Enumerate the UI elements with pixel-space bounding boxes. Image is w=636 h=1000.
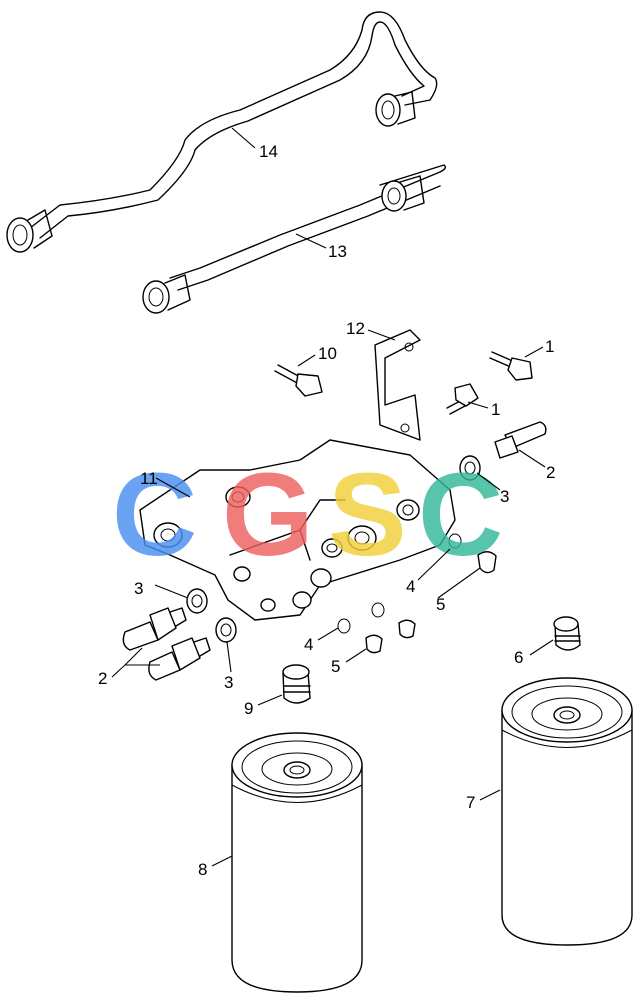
o-ring-4-c [337, 618, 351, 634]
plug-5-left [365, 634, 383, 654]
pipe-14 [6, 11, 438, 253]
bolt-1-lower [446, 383, 479, 415]
callout-3-left-upper: 3 [134, 579, 143, 598]
callout-13: 13 [328, 242, 347, 261]
bolt-1-upper [489, 351, 533, 381]
plug-5-right [477, 551, 497, 574]
fitting-2-left-upper [122, 607, 187, 651]
watermark-letter-g: G [222, 449, 314, 581]
o-ring-4-b [371, 602, 385, 618]
callout-5-left: 5 [331, 657, 340, 676]
callout-2-right: 2 [546, 463, 555, 482]
callout-1-upper: 1 [545, 337, 554, 356]
callout-labels: 14 13 12 10 1 1 2 3 11 3 3 2 4 4 5 5 6 9… [98, 142, 555, 879]
washer-3-right [459, 455, 481, 481]
plug-5-mid [398, 619, 416, 639]
filter-8 [231, 732, 363, 993]
callout-5-right: 5 [436, 595, 445, 614]
filter-7 [501, 677, 633, 946]
pipe-13-end-fitting-right [381, 175, 425, 212]
watermark-logo: C G S C [112, 449, 503, 581]
adapter-9 [282, 664, 311, 704]
watermark-letter-c2: C [418, 449, 503, 581]
callout-1-lower: 1 [491, 400, 500, 419]
callout-3-left-lower: 3 [224, 673, 233, 692]
callout-10: 10 [318, 344, 337, 363]
callout-7: 7 [466, 793, 475, 812]
washer-3-left-lower [215, 617, 237, 643]
fitting-2-right [494, 421, 547, 459]
filter-head-11 [139, 439, 456, 621]
o-ring-4-a [448, 533, 462, 549]
callout-12: 12 [346, 319, 365, 338]
callout-6: 6 [514, 648, 523, 667]
pipe-13-end-fitting-left [142, 274, 191, 314]
pipe-14-end-fitting-right [375, 91, 416, 127]
callout-8: 8 [198, 860, 207, 879]
pipe-13 [142, 164, 447, 314]
callout-3-right: 3 [500, 487, 509, 506]
leader-lines [111, 127, 554, 867]
callout-9: 9 [244, 699, 253, 718]
callout-4-upper: 4 [406, 577, 415, 596]
callout-4-lower: 4 [304, 635, 313, 654]
bolt-10 [274, 364, 323, 397]
washer-3-left-upper [186, 588, 208, 614]
watermark-letter-s: S [328, 449, 407, 581]
fitting-2-left-lower [148, 637, 211, 681]
pipe-14-end-fitting-left [6, 209, 53, 253]
callout-2-left: 2 [98, 669, 107, 688]
watermark-letter-c1: C [112, 449, 197, 581]
bracket-12 [374, 329, 421, 441]
adapter-6 [553, 616, 581, 651]
callout-14: 14 [259, 142, 278, 161]
callout-11: 11 [140, 469, 158, 488]
